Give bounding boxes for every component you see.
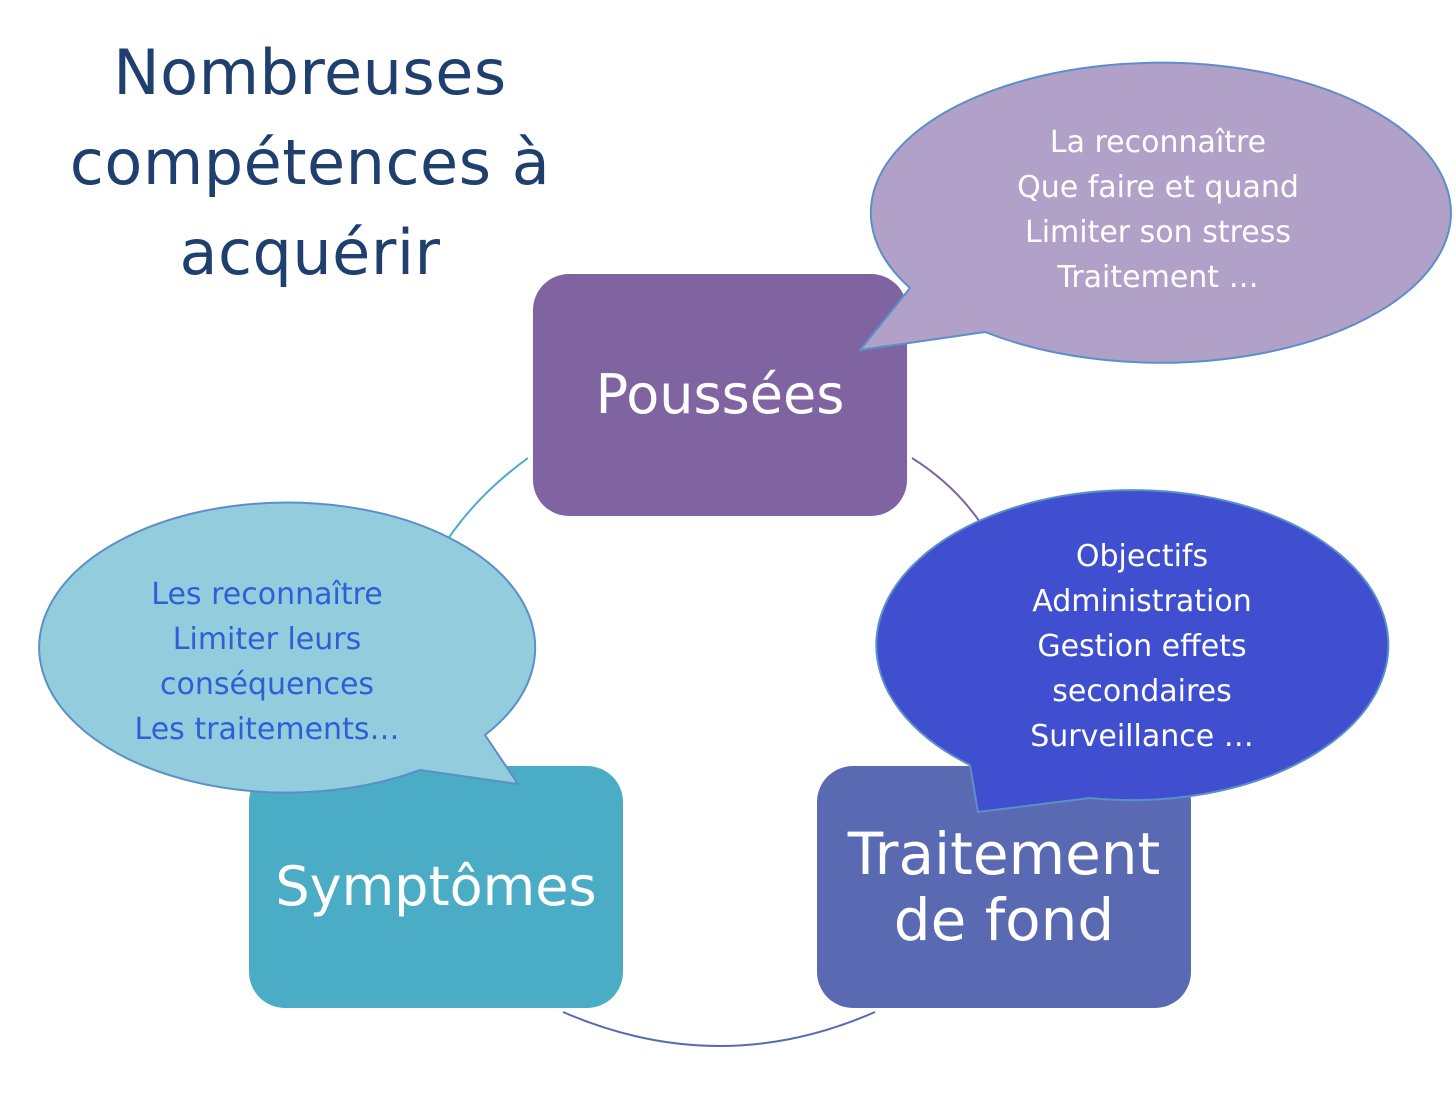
node-poussees: Poussées [533,274,907,516]
bubble-poussees-line: Traitement … [1057,260,1259,295]
connector-arc-traitement-symptomes [562,1011,876,1047]
node-traitement-line-1: Traitement [847,820,1161,888]
bubble-symptomes-line: Les reconnaître [151,577,383,612]
bubble-poussees-text: La reconnaître Que faire et quand Limite… [958,120,1358,300]
bubble-traitement-text: Objectifs Administration Gestion effets … [942,534,1342,759]
bubble-traitement-line: secondaires [1052,674,1232,709]
bubble-traitement-line: Objectifs [1075,539,1209,574]
bubble-symptomes-text: Les reconnaître Limiter leurs conséquenc… [67,572,467,752]
bubble-poussees-line: Limiter son stress [1024,215,1291,250]
bubble-symptomes [38,501,537,794]
bubble-poussees-line: La reconnaître [1049,125,1267,160]
page-title: Nombreuses compétences à acquérir [40,28,580,298]
bubble-traitement-line: Surveillance … [1030,719,1254,754]
connector-arc-poussees-traitement [911,457,983,526]
title-line-1: Nombreuses [113,36,507,109]
bubble-symptomes-line: conséquences [159,667,375,702]
node-symptomes-label: Symptômes [275,855,597,918]
title-line-3: acquérir [179,216,441,289]
bubble-symptomes-line: Les traitements… [134,712,400,747]
node-poussees-label: Poussées [595,363,845,426]
bubble-symptomes-line: Limiter leurs [172,622,362,657]
bubble-traitement-shape [875,489,1390,813]
bubble-symptomes-shape [38,501,537,794]
bubble-traitement-line: Administration [1032,584,1252,619]
bubble-poussees-shape [859,61,1452,364]
bubble-poussees [859,61,1452,364]
node-traitement-line-2: de fond [893,886,1115,954]
bubble-traitement [875,489,1390,813]
bubble-poussees-line: Que faire et quand [1017,170,1299,205]
node-traitement-de-fond: Traitement de fond [817,766,1191,1008]
node-symptomes: Symptômes [249,766,623,1008]
bubble-traitement-line: Gestion effets [1037,629,1247,664]
title-line-2: compétences à [69,126,551,199]
